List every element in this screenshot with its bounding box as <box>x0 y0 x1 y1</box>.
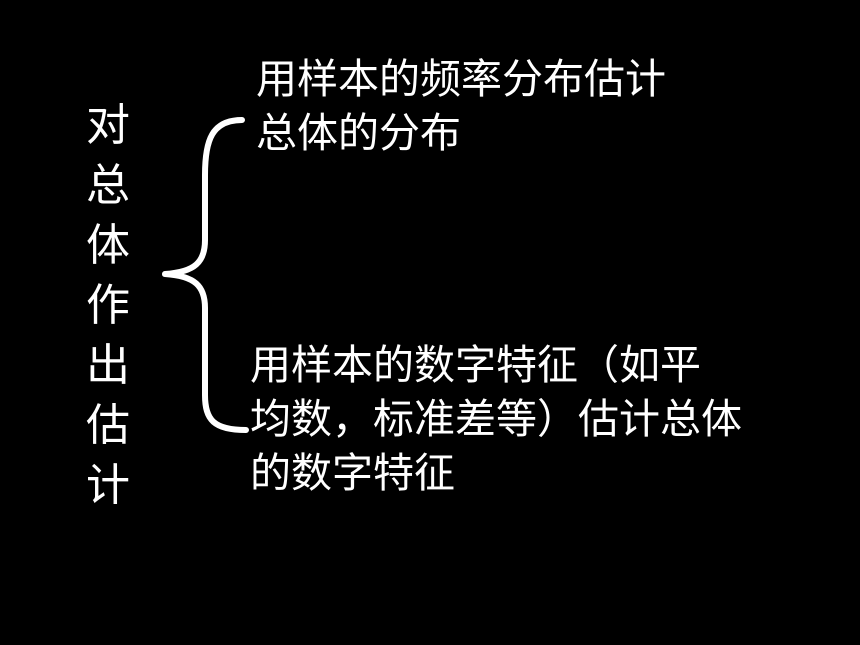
title-char: 估 <box>86 400 130 451</box>
title-char: 体 <box>86 220 130 271</box>
branch-line: 均数，标准差等）估计总体 <box>250 395 742 443</box>
branch-line: 总体的分布 <box>256 109 461 157</box>
title-char: 计 <box>86 460 130 511</box>
curly-brace-path <box>162 117 249 433</box>
title-char: 总 <box>86 160 130 211</box>
branch-numeric-features: 用样本的数字特征（如平 均数，标准差等）估计总体 的数字特征 <box>250 338 742 500</box>
title-char: 出 <box>86 340 130 391</box>
title-char: 对 <box>86 100 130 151</box>
branch-line: 的数字特征 <box>250 449 455 497</box>
branch-distribution: 用样本的频率分布估计 总体的分布 <box>256 52 666 160</box>
title-char: 作 <box>86 280 130 331</box>
vertical-title: 对 总 体 作 出 估 计 <box>78 96 138 516</box>
branch-line: 用样本的数字特征（如平 <box>250 341 701 389</box>
branch-line: 用样本的频率分布估计 <box>256 55 666 103</box>
